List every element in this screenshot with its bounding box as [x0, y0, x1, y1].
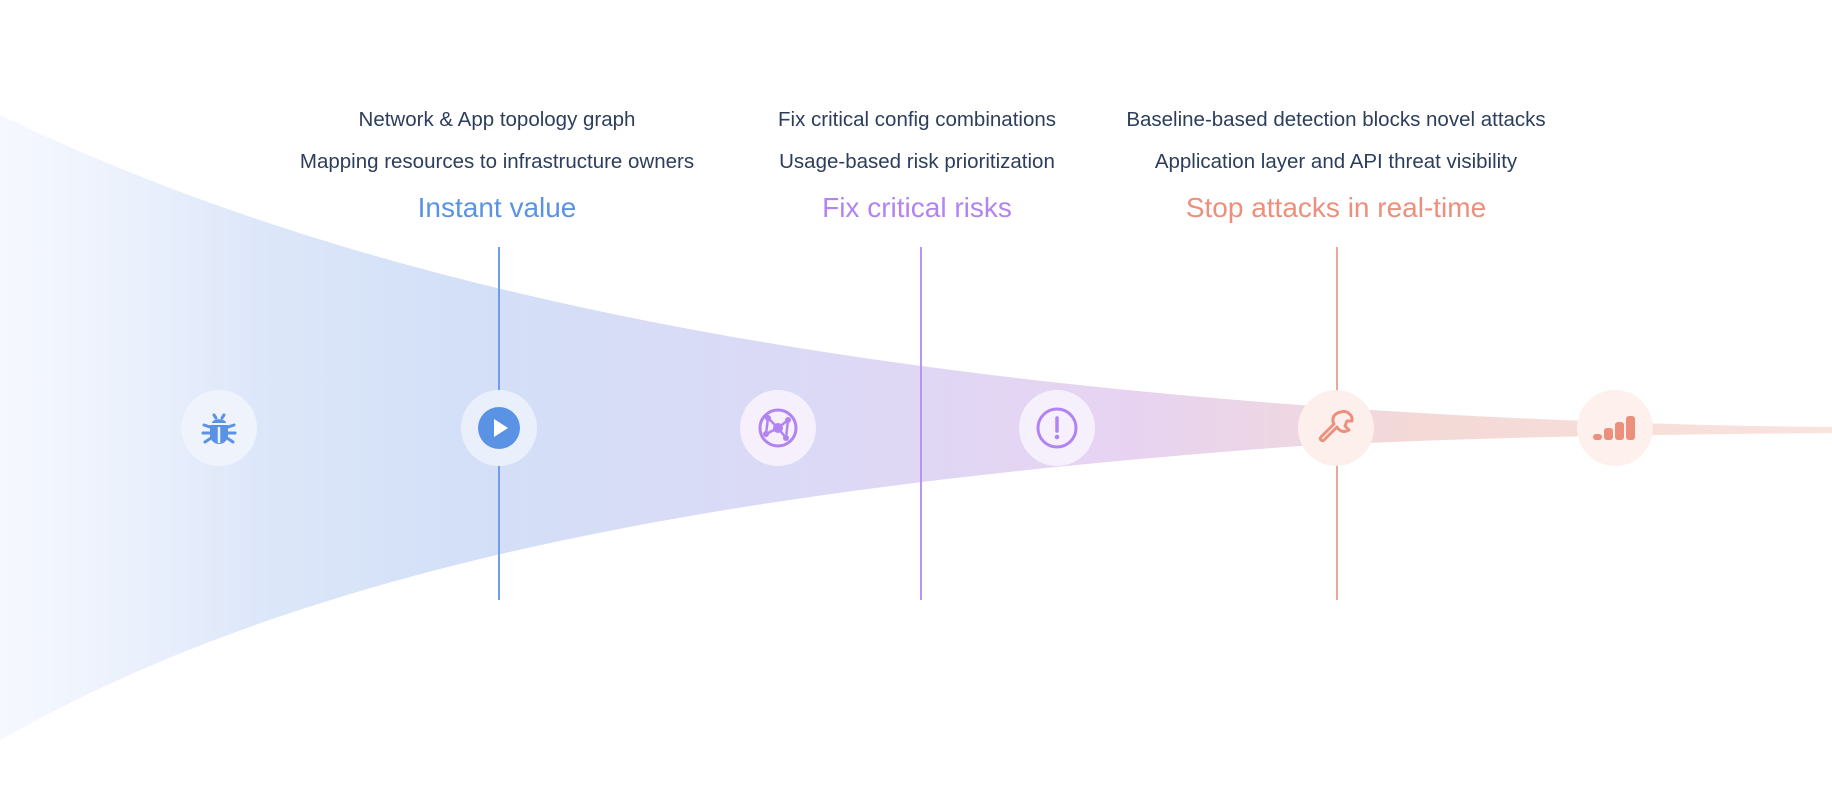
- fix-critical-risks-marker-line: [920, 247, 922, 600]
- stage-title: Instant value: [417, 192, 577, 223]
- funnel-fade: [0, 115, 1832, 740]
- stage-feature-line: Usage-based risk prioritization: [779, 150, 1055, 173]
- stage-feature-line: Network & App topology graph: [358, 108, 636, 131]
- stage-feature-line: Mapping resources to infrastructure owne…: [299, 150, 695, 173]
- stage-feature-line: Fix critical config combinations: [778, 108, 1056, 131]
- bug-icon: [201, 413, 237, 444]
- bug-node: [181, 390, 257, 466]
- stage-title: Fix critical risks: [822, 192, 1012, 223]
- network-globe-node: [740, 390, 816, 466]
- stage-feature-line: Application layer and API threat visibil…: [1154, 150, 1518, 173]
- alert-node: [1019, 390, 1095, 466]
- wrench-node: [1298, 390, 1374, 466]
- play-icon: [478, 407, 520, 449]
- signal-bars-icon: [1593, 416, 1635, 440]
- stage-title: Stop attacks in real-time: [1185, 192, 1487, 223]
- stage-feature-line: Baseline-based detection blocks novel at…: [1126, 108, 1546, 131]
- wrench-icon: [1318, 410, 1354, 443]
- alert-circle-icon: [1036, 407, 1078, 449]
- signal-bars-node: [1577, 390, 1653, 466]
- network-globe-icon: [758, 408, 798, 448]
- play-node: [461, 390, 537, 466]
